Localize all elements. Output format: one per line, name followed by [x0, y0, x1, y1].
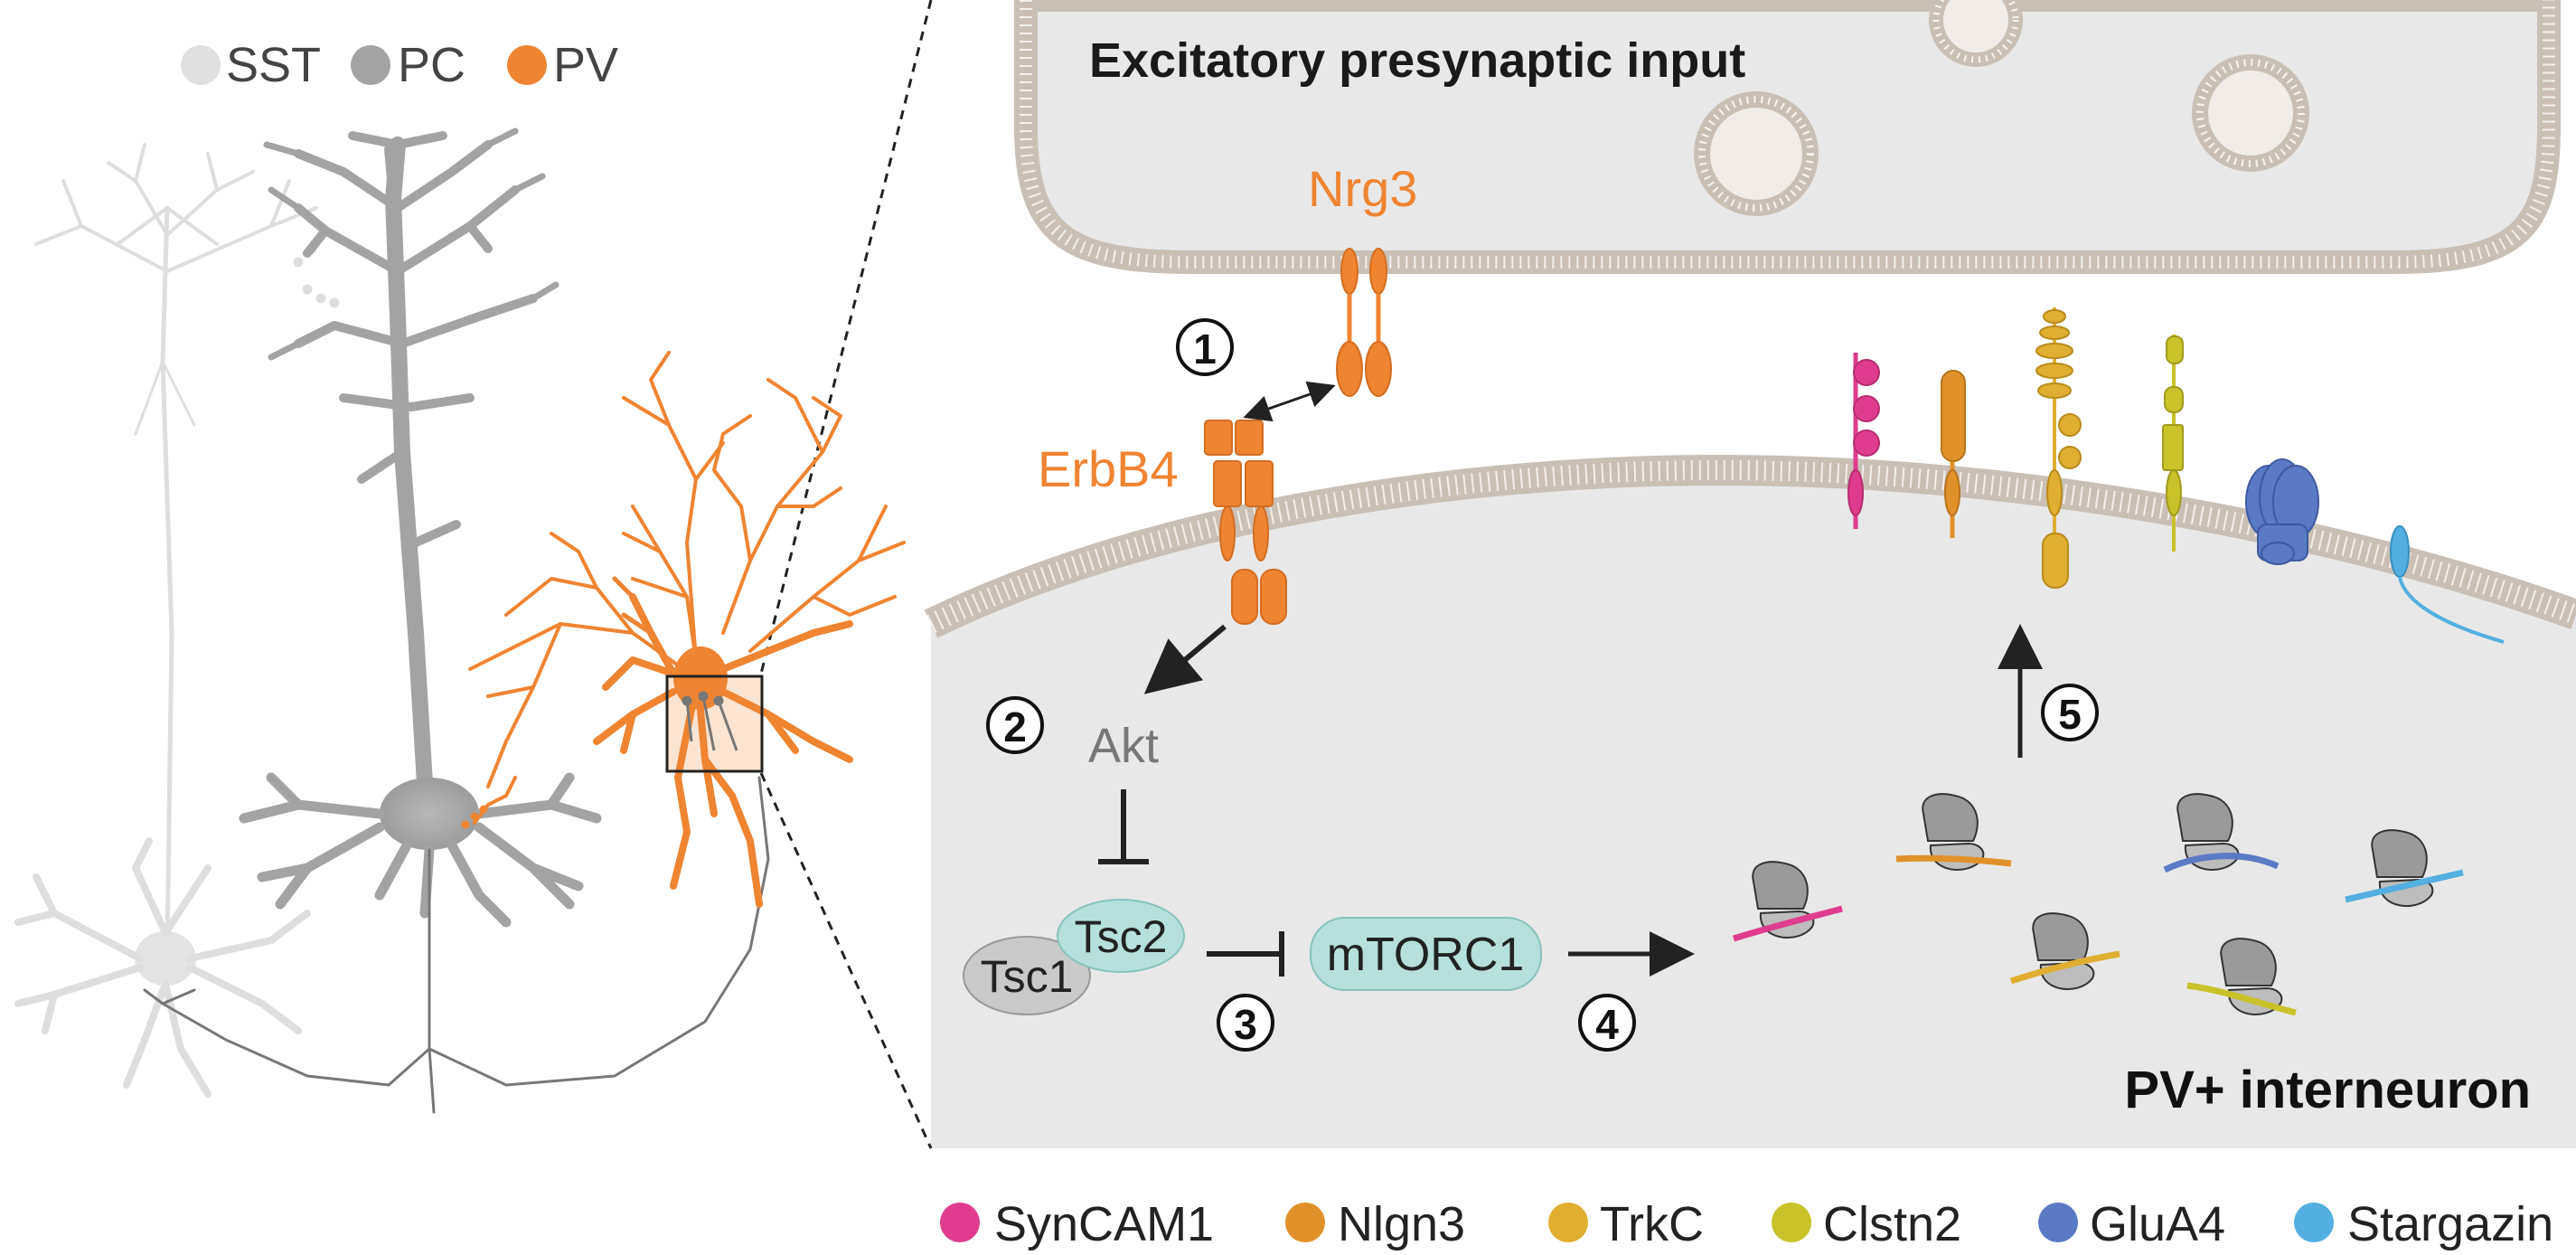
erbb4-label: ErbB4: [1038, 440, 1179, 497]
svg-text:1: 1: [1193, 326, 1217, 373]
erbb4-to-akt-arrow: [1143, 624, 1227, 694]
clstn2-swatch: [1772, 1203, 1811, 1242]
mtorc1-complex: mTORC1: [1310, 917, 1542, 991]
svg-text:Stargazin: Stargazin: [2347, 1197, 2553, 1251]
legend-item-stargazin: Stargazin: [2294, 1197, 2553, 1251]
synaptic-vesicle: [2192, 54, 2309, 172]
postsynaptic-panel: [924, 454, 2576, 1148]
svg-text:Tsc2: Tsc2: [1075, 911, 1168, 962]
legend-label-pc: PC: [398, 38, 465, 92]
cell-legend: SST PC PV: [181, 38, 618, 92]
glua4-swatch: [2038, 1203, 2078, 1242]
ribosome-clstn2: [2186, 938, 2297, 1016]
svg-text:Tsc1: Tsc1: [981, 951, 1074, 1002]
trkc-swatch: [1548, 1203, 1588, 1242]
akt-inhibition: [1098, 789, 1149, 864]
legend-item-pv: PV: [507, 38, 618, 92]
presynaptic-terminal: [1014, 0, 2561, 274]
svg-text:mTORC1: mTORC1: [1327, 929, 1525, 981]
legend-label-sst: SST: [226, 38, 321, 92]
step-2: 2: [986, 696, 1044, 754]
stargazin-swatch: [2294, 1203, 2334, 1242]
postsynaptic-title: PV+ interneuron: [2124, 1061, 2531, 1119]
svg-text:Clstn2: Clstn2: [1823, 1197, 1961, 1251]
svg-text:SynCAM1: SynCAM1: [994, 1197, 1214, 1251]
protein-legend: SynCAM1 Nlgn3 TrkC Clstn2 GluA4 Stargazi…: [940, 1197, 2553, 1251]
ribosome-nlgn3: [1895, 793, 2012, 871]
nlgn3-swatch: [1285, 1203, 1325, 1242]
step-1: 1: [1176, 318, 1234, 376]
ribosome-stargazin: [2345, 829, 2464, 907]
legend-item-clstn2: Clstn2: [1772, 1197, 1961, 1251]
legend-label-pv: PV: [553, 38, 618, 92]
trkc-protein: [2035, 307, 2082, 589]
sst-swatch: [181, 45, 221, 85]
erbb4-protein: [1204, 420, 1287, 625]
svg-text:3: 3: [1234, 1001, 1257, 1048]
pc-swatch: [351, 45, 390, 85]
zoom-line-top: [759, 0, 933, 675]
sst-neuron: [14, 143, 340, 1098]
step-4: 4: [1578, 994, 1636, 1052]
legend-item-nlgn3: Nlgn3: [1285, 1197, 1465, 1251]
svg-text:TrkC: TrkC: [1600, 1197, 1704, 1251]
pv-neuron: [461, 351, 906, 908]
legend-item-glua4: GluA4: [2038, 1197, 2225, 1251]
tsc2-complex: Tsc2: [1057, 899, 1185, 973]
zoom-box: [665, 675, 764, 773]
legend-item-pc: PC: [351, 38, 465, 92]
syncam1-protein: [1847, 353, 1880, 529]
ribosome-trkc: [2009, 912, 2120, 990]
pv-synapse-terminals: [682, 691, 738, 751]
synaptic-vesicle: [1929, 0, 2023, 67]
akt-label: Akt: [1088, 719, 1159, 773]
pv-swatch: [507, 45, 547, 85]
nrg3-protein: [1336, 248, 1392, 397]
binding-arrow: [1243, 381, 1336, 422]
tsc1-complex: Tsc1: [963, 936, 1091, 1015]
presynaptic-title: Excitatory presynaptic input: [1089, 33, 1745, 88]
svg-text:Nlgn3: Nlgn3: [1338, 1197, 1465, 1251]
pc-neuron: [143, 127, 770, 1114]
stargazin-protein: [2390, 525, 2505, 644]
svg-text:2: 2: [1003, 703, 1027, 750]
ribosome-syncam1: [1732, 861, 1843, 942]
synaptic-vesicle: [1694, 91, 1819, 216]
nrg3-label: Nrg3: [1308, 160, 1417, 217]
step-3: 3: [1217, 994, 1274, 1052]
svg-text:GluA4: GluA4: [2090, 1197, 2225, 1251]
nlgn3-protein: [1941, 370, 1966, 538]
step-5: 5: [2041, 684, 2099, 741]
legend-item-syncam1: SynCAM1: [940, 1197, 1214, 1251]
zoom-line-bottom: [759, 772, 933, 1149]
syncam1-swatch: [940, 1203, 980, 1242]
ribosome-glua4: [2163, 793, 2280, 873]
legend-item-sst: SST: [181, 38, 321, 92]
svg-text:5: 5: [2058, 691, 2082, 738]
glua4-receptor: [2245, 458, 2319, 565]
svg-text:4: 4: [1595, 1001, 1619, 1048]
legend-item-trkc: TrkC: [1548, 1197, 1704, 1251]
tsc-inhibition: [1207, 931, 1284, 977]
clstn2-protein: [2162, 335, 2184, 552]
